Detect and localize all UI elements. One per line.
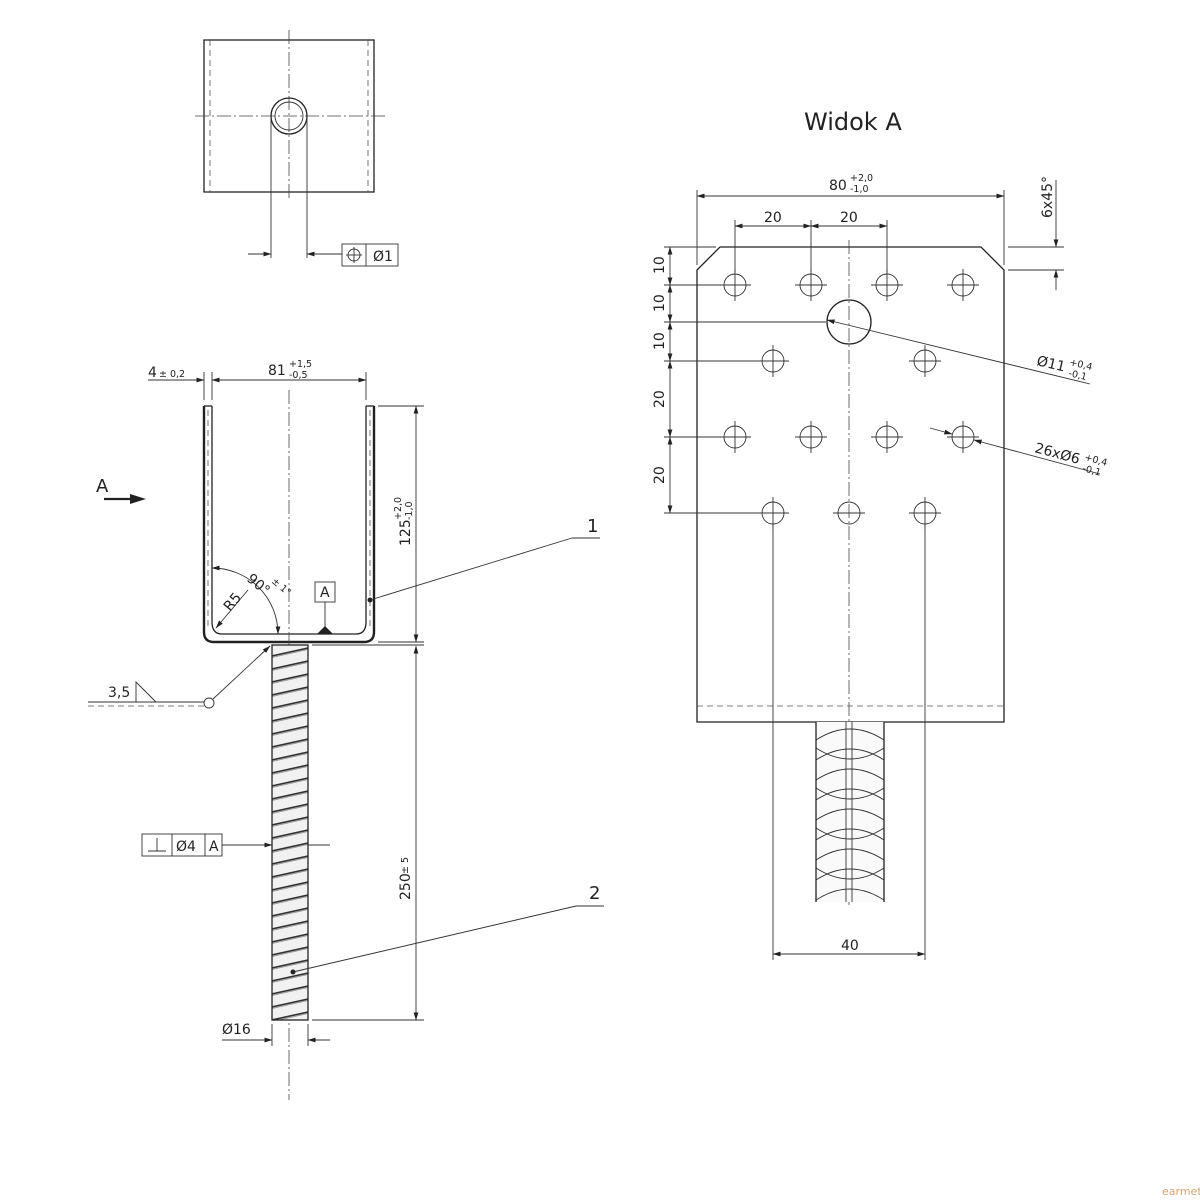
svg-text:-1,0: -1,0 xyxy=(404,501,415,520)
height-dim: 125 xyxy=(398,519,414,546)
svg-text:± 0,2: ± 0,2 xyxy=(159,369,185,380)
fillet-weld-icon xyxy=(135,680,157,703)
svg-text:+2,0: +2,0 xyxy=(393,497,404,520)
front-view: 4 ± 0,2 81 +1,5 -0,5 125 +2,0 -1,0 250 ±… xyxy=(88,359,604,1100)
chamfer-dim: 6x45° xyxy=(1040,176,1056,218)
svg-text:-0,1: -0,1 xyxy=(1067,368,1088,383)
row-offset-dim-1: 10 xyxy=(652,256,668,274)
view-a-title: Widok A xyxy=(804,108,902,136)
row-offset-dim-5: 20 xyxy=(652,466,668,484)
perpendicularity-frame: Ø4 A xyxy=(141,833,330,857)
view-arrow-icon xyxy=(130,494,146,504)
inner-width-dim: 81 xyxy=(268,363,286,379)
view-arrow-letter: A xyxy=(96,476,109,497)
weld-all-around-icon xyxy=(203,697,215,709)
large-hole-dim: Ø11 xyxy=(1035,353,1067,375)
view-a-plate xyxy=(696,246,1005,723)
perpendicularity-symbol-icon xyxy=(148,838,166,852)
hole-pitch-dim-2: 20 xyxy=(840,210,858,226)
hole-pitch-dim-1: 20 xyxy=(764,210,782,226)
rod-length-dim: 250 xyxy=(398,873,414,900)
hole-pattern xyxy=(719,269,979,529)
svg-text:-1,0: -1,0 xyxy=(850,184,869,195)
svg-text:+2,0: +2,0 xyxy=(850,173,873,184)
row-offset-dim-3: 10 xyxy=(652,332,668,350)
radius-dim: R5 xyxy=(221,590,245,615)
small-holes-dim: 26xØ6 xyxy=(1033,440,1082,467)
svg-text:-0,1: -0,1 xyxy=(1081,463,1102,478)
part-label-1: 1 xyxy=(587,516,598,537)
rebar-rod xyxy=(272,645,308,1020)
position-tolerance-value: Ø1 xyxy=(373,249,393,265)
svg-text:-0,5: -0,5 xyxy=(289,370,308,381)
angle-dim: 90° xyxy=(243,571,272,599)
position-tolerance-frame: Ø1 xyxy=(341,243,399,267)
row-offset-dim-2: 10 xyxy=(652,294,668,312)
top-view: Ø1 xyxy=(195,30,399,267)
weld-size-dim: 3,5 xyxy=(108,685,130,701)
svg-text:± 5: ± 5 xyxy=(400,857,411,874)
svg-text:+1,5: +1,5 xyxy=(289,359,312,370)
rod-diameter-dim: Ø16 xyxy=(222,1022,251,1038)
svg-text:A: A xyxy=(209,839,219,855)
wall-thickness-dim: 4 xyxy=(148,365,157,381)
svg-text:Ø4: Ø4 xyxy=(176,839,196,855)
row-offset-dim-4: 20 xyxy=(652,390,668,408)
part-label-2: 2 xyxy=(589,883,600,904)
view-a-rebar xyxy=(815,722,885,902)
view-a: Widok A xyxy=(652,108,1108,960)
plate-width-dim: 80 xyxy=(829,178,847,194)
datum-triangle-icon xyxy=(317,626,333,634)
rod-spacing-dim: 40 xyxy=(841,938,859,954)
svg-text:A: A xyxy=(320,585,330,601)
watermark: earmet xyxy=(1162,1185,1200,1198)
svg-text:+0,4: +0,4 xyxy=(1068,357,1093,373)
